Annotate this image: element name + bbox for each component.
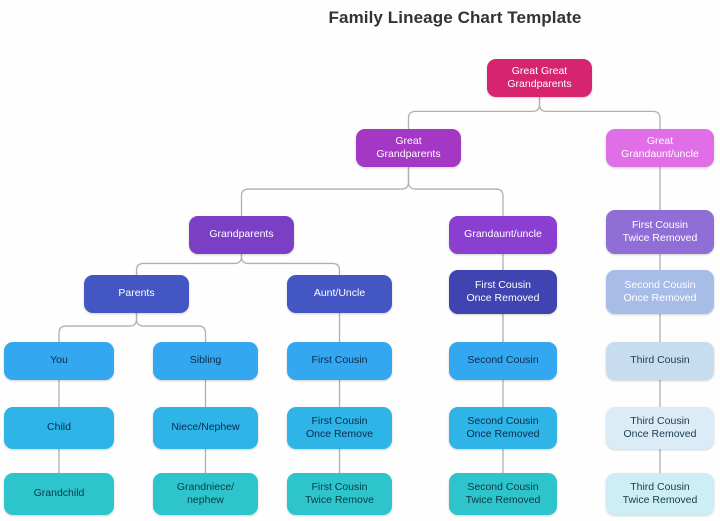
edge-gg-to-gau bbox=[407, 166, 504, 217]
edge-par-to-you bbox=[58, 312, 138, 343]
node-nn[interactable]: Niece/Nephew bbox=[153, 407, 258, 449]
node-child[interactable]: Child bbox=[4, 407, 114, 449]
node-gp[interactable]: Grandparents bbox=[189, 216, 294, 254]
node-ggg[interactable]: Great Great Grandparents bbox=[487, 59, 592, 97]
node-sc1r_top[interactable]: Second Cousin Once Removed bbox=[606, 270, 714, 314]
page-title-text: Family Lineage Chart Template bbox=[328, 8, 582, 27]
edge-gg-to-gp bbox=[240, 166, 410, 217]
node-tc1r[interactable]: Third Cousin Once Removed bbox=[606, 407, 714, 449]
node-sib[interactable]: Sibling bbox=[153, 342, 258, 380]
node-sc1r[interactable]: Second Cousin Once Removed bbox=[449, 407, 557, 449]
node-sc2r[interactable]: Second Cousin Twice Removed bbox=[449, 473, 557, 515]
node-gchild[interactable]: Grandchild bbox=[4, 473, 114, 515]
edge-ggg-to-gg bbox=[407, 96, 541, 130]
node-gg[interactable]: Great Grandparents bbox=[356, 129, 461, 167]
node-gau[interactable]: Grandaunt/uncle bbox=[449, 216, 557, 254]
page-title: Family Lineage Chart Template bbox=[0, 8, 720, 28]
node-tc[interactable]: Third Cousin bbox=[606, 342, 714, 380]
node-fc1rm[interactable]: First Cousin Once Remove bbox=[287, 407, 392, 449]
node-you[interactable]: You bbox=[4, 342, 114, 380]
node-au[interactable]: Aunt/Uncle bbox=[287, 275, 392, 313]
node-fc2rm[interactable]: First Cousin Twice Remove bbox=[287, 473, 392, 515]
node-gnn[interactable]: Grandniece/ nephew bbox=[153, 473, 258, 515]
node-fc2r[interactable]: First Cousin Twice Removed bbox=[606, 210, 714, 254]
node-par[interactable]: Parents bbox=[84, 275, 189, 313]
node-fc1r[interactable]: First Cousin Once Removed bbox=[449, 270, 557, 314]
edge-par-to-sib bbox=[135, 312, 207, 343]
node-sc[interactable]: Second Cousin bbox=[449, 342, 557, 380]
node-tc2r[interactable]: Third Cousin Twice Removed bbox=[606, 473, 714, 515]
edge-gp-to-au bbox=[240, 253, 341, 276]
node-gga[interactable]: Great Grandaunt/uncle bbox=[606, 129, 714, 167]
edge-ggg-to-gga bbox=[538, 96, 661, 130]
edge-gp-to-par bbox=[135, 253, 243, 276]
node-fc[interactable]: First Cousin bbox=[287, 342, 392, 380]
